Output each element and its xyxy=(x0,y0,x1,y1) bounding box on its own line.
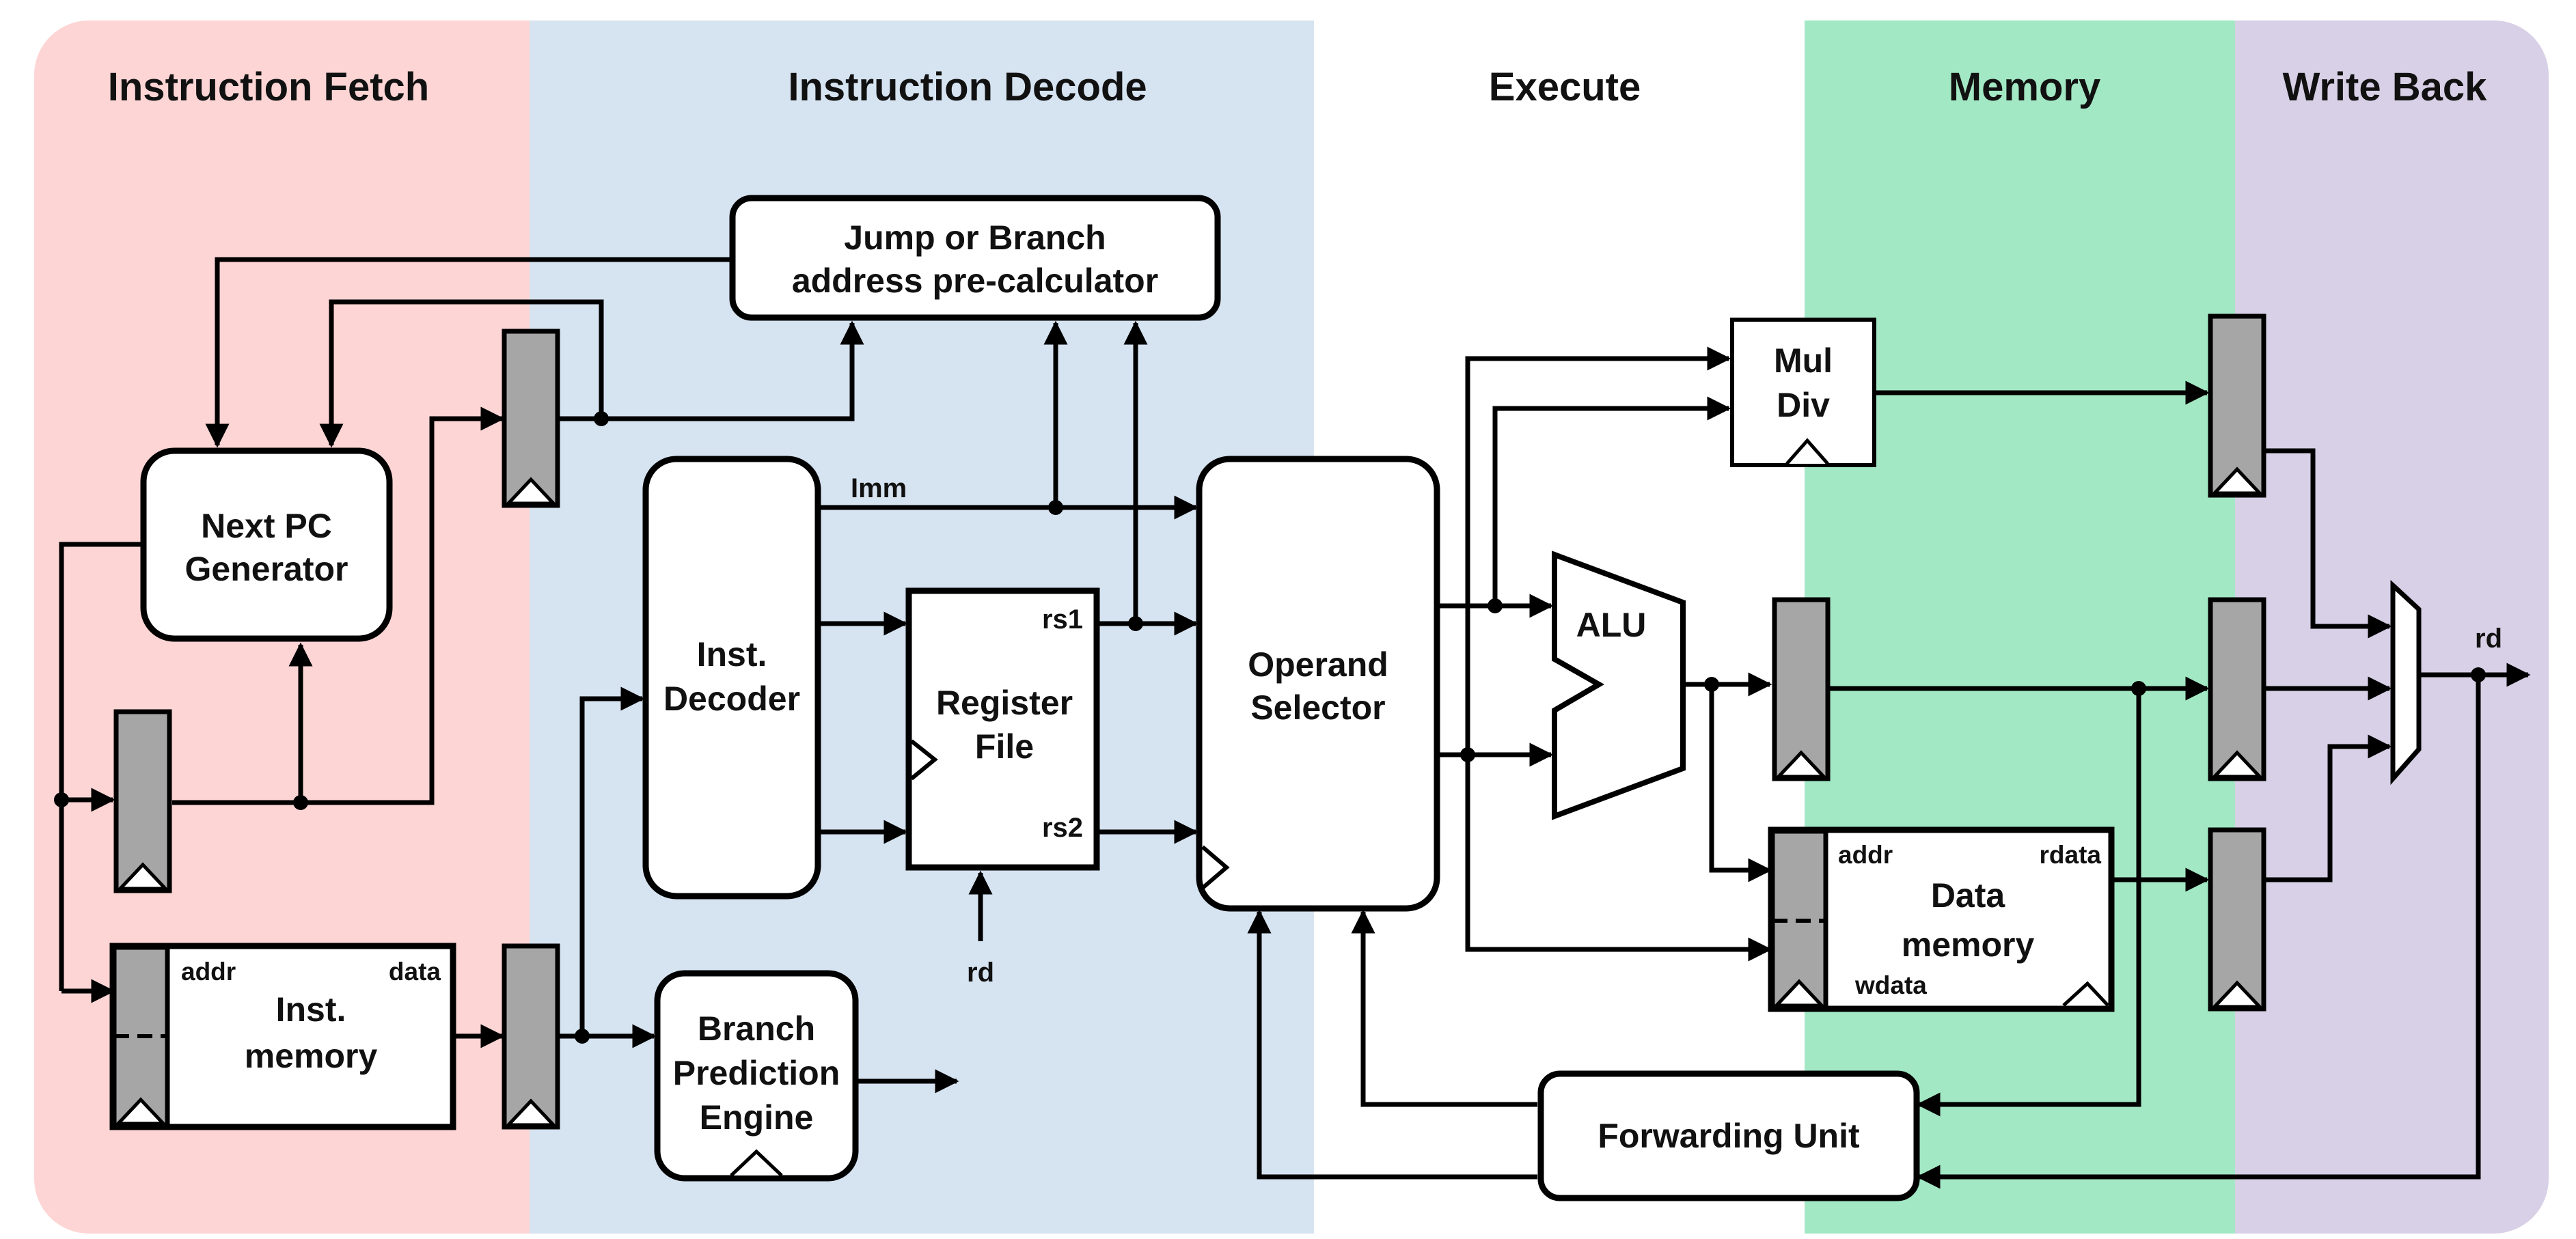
operand-selector: Operand Selector xyxy=(1196,456,1440,912)
wire-fwd-to-opsel-b xyxy=(1247,909,1537,1180)
forwarding-unit-label: Forwarding Unit xyxy=(1598,1117,1860,1155)
register-file-line1: Register xyxy=(936,684,1073,722)
inst-memory: addr data Inst. memory xyxy=(109,943,456,1130)
wire-fwd-to-opsel-a xyxy=(1351,909,1537,1107)
inst-decoder-line2: Decoder xyxy=(663,680,800,718)
stage-title-execute: Execute xyxy=(1489,65,1641,109)
wire-op-b-to-mul xyxy=(1465,346,1731,755)
jump-branch-line1: Jump or Branch xyxy=(844,219,1106,257)
register-memwb-alu xyxy=(2208,597,2266,781)
data-memory-line2: memory xyxy=(1902,925,2035,964)
wire-alu-to-dmem xyxy=(1709,684,1772,882)
inst-memory-addr: addr xyxy=(181,958,236,986)
data-memory: addr rdata wdata Data memory xyxy=(1768,826,2115,1012)
operand-selector-line2: Selector xyxy=(1250,688,1385,727)
mul-div-line1: Mul xyxy=(1774,342,1833,380)
jump-branch-line2: address pre-calculator xyxy=(792,262,1158,300)
wire-fwd-mem xyxy=(1916,688,2141,1117)
register-ifid-pc xyxy=(502,329,560,508)
wire-wb3-mux xyxy=(2265,734,2392,882)
bpe-line1: Branch xyxy=(698,1010,815,1048)
junctions xyxy=(54,411,2486,1044)
wire-jump-to-nextpc xyxy=(205,257,732,448)
register-ifid-inst xyxy=(502,943,560,1130)
next-pc-line2: Generator xyxy=(185,550,348,588)
rd-output-label: rd xyxy=(2475,624,2502,654)
register-file-rd-label: rd xyxy=(967,958,994,988)
next-pc-line1: Next PC xyxy=(201,507,332,545)
wires xyxy=(59,257,2531,1189)
register-file: rs1 rs2 Register File xyxy=(905,587,1100,871)
stage-memory-bg xyxy=(1805,20,2235,1234)
register-file-line2: File xyxy=(975,727,1034,766)
stage-title-writeback: Write Back xyxy=(2283,65,2487,109)
bpe-line3: Engine xyxy=(700,1098,814,1137)
inst-decoder-line1: Inst. xyxy=(697,635,767,673)
wire-ifid-to-decoder xyxy=(559,686,645,1039)
register-file-rs2: rs2 xyxy=(1042,813,1083,843)
stage-title-memory: Memory xyxy=(1949,65,2100,109)
wire-ifid-to-jump xyxy=(559,320,864,421)
pipeline-registers xyxy=(113,314,2266,1130)
data-memory-line1: Data xyxy=(1931,876,2006,915)
wire-pc-feedback xyxy=(319,299,604,448)
register-exmem xyxy=(1772,597,1831,781)
wire-op-a-to-mul xyxy=(1492,396,1731,606)
next-pc-generator: Next PC Generator xyxy=(140,447,393,642)
inst-memory-line1: Inst. xyxy=(276,990,346,1029)
bpe-line2: Prediction xyxy=(673,1054,840,1092)
writeback-mux xyxy=(2390,580,2422,785)
branch-prediction-engine: Branch Prediction Engine xyxy=(654,970,859,1182)
data-memory-wdata: wdata xyxy=(1854,971,1927,999)
data-memory-addr: addr xyxy=(1838,841,1893,869)
jump-branch-precalculator: Jump or Branch address pre-calculator xyxy=(729,195,1221,321)
inst-decoder: Inst. Decoder xyxy=(642,456,821,900)
forwarding-unit: Forwarding Unit xyxy=(1537,1070,1920,1201)
register-pc xyxy=(113,709,172,893)
register-file-rs1: rs1 xyxy=(1042,604,1083,635)
register-memwb-mem xyxy=(2208,827,2266,1012)
stage-title-fetch: Instruction Fetch xyxy=(108,65,429,109)
wire-fwd-wb xyxy=(1916,675,2481,1189)
imm-label: Imm xyxy=(851,473,907,503)
wire-op-b-to-dmem xyxy=(1465,755,1772,962)
alu: ALU xyxy=(1552,551,1686,820)
wire-wb1-mux xyxy=(2265,448,2392,639)
mul-div-unit: Mul Div xyxy=(1730,318,1876,467)
register-memwb-muldiv xyxy=(2208,314,2266,498)
data-memory-rdata: rdata xyxy=(2040,841,2102,869)
inst-memory-line2: memory xyxy=(245,1037,378,1075)
stage-title-decode: Instruction Decode xyxy=(788,65,1147,109)
wire-nextpc-out xyxy=(59,542,143,991)
inst-memory-data: data xyxy=(389,958,441,986)
operand-selector-line1: Operand xyxy=(1248,645,1388,684)
mul-div-line2: Div xyxy=(1777,386,1830,424)
alu-label: ALU xyxy=(1576,606,1647,644)
